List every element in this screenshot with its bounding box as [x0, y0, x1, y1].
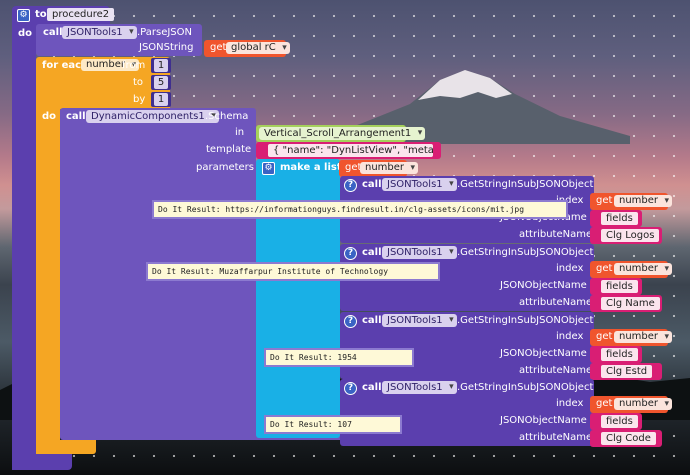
get-keyword: get [596, 195, 613, 206]
variable-dropdown[interactable]: number [614, 331, 673, 343]
schema-component-dropdown[interactable]: DynamicComponents1 [86, 110, 219, 123]
index-label: index [556, 263, 584, 274]
question-icon[interactable]: ? [344, 179, 357, 192]
variable-dropdown[interactable]: global rC [226, 42, 290, 54]
to-number-value[interactable]: 5 [154, 76, 168, 89]
do-it-result-bubble: Do It Result: 1954 [264, 348, 414, 367]
to-label: to [133, 77, 144, 88]
gear-icon[interactable]: ⚙ [17, 9, 30, 22]
make-a-list-keyword: make a list [280, 162, 342, 173]
procedure-to-keyword: to [35, 9, 47, 20]
component-name-dropdown[interactable]: Vertical_Scroll_Arrangement1 [259, 127, 426, 140]
from-label: from [122, 60, 146, 71]
sub-method-name: .GetStringInSubJSONObject [457, 179, 594, 190]
template-label: template [206, 144, 252, 155]
question-icon[interactable]: ? [344, 247, 357, 260]
sub-method-name: .GetStringInSubJSONObject [457, 382, 594, 393]
index-label: index [556, 195, 584, 206]
get-keyword: get [596, 331, 613, 342]
question-icon[interactable]: ? [344, 315, 357, 328]
do-it-result-bubble: Do It Result: https://informationguys.fi… [152, 200, 568, 219]
sub-call-keyword: call [362, 247, 382, 258]
attribute-name-label: attributeName [519, 432, 593, 443]
sub-method-name: .GetStringInSubJSONObject [457, 315, 594, 326]
sub-component-dropdown[interactable]: JSONTools1 [382, 381, 457, 394]
object-name-value[interactable]: fields [601, 212, 638, 225]
get-keyword: get [345, 162, 362, 173]
by-number-value[interactable]: 1 [154, 93, 168, 106]
gear-icon[interactable]: ⚙ [262, 162, 275, 175]
attribute-name-value[interactable]: Clg Logos [601, 229, 660, 242]
method-name: .ParseJSON [137, 27, 193, 38]
json-object-name-label: JSONObjectName [500, 348, 587, 359]
variable-dropdown[interactable]: number [614, 195, 673, 207]
component-block[interactable]: Vertical_Scroll_Arrangement1 [256, 125, 426, 142]
attribute-name-value[interactable]: Clg Name [601, 297, 660, 310]
sub-component-dropdown[interactable]: JSONTools1 [382, 178, 457, 191]
index-label: index [556, 398, 584, 409]
sub-component-dropdown[interactable]: JSONTools1 [382, 314, 457, 327]
get-keyword: get [596, 398, 613, 409]
schema-block-footer [60, 430, 360, 440]
attribute-name-value[interactable]: Clg Code [601, 432, 656, 445]
parameters-label: parameters [196, 162, 255, 173]
attribute-name-label: attributeName [519, 297, 593, 308]
text-block[interactable]: { "name": "DynListView", "metadata-versi… [256, 142, 441, 159]
variable-dropdown[interactable]: number [614, 263, 673, 275]
attribute-name-value[interactable]: Clg Estd [601, 365, 653, 378]
for-each-spine [36, 109, 60, 454]
sub-method-name: .GetStringInSubJSONObject [457, 247, 594, 258]
loop-variable-dropdown[interactable]: number [81, 59, 140, 71]
variable-dropdown[interactable]: number [614, 398, 673, 410]
sub-call-keyword: call [362, 315, 382, 326]
template-text-value[interactable]: { "name": "DynListView", "metadata-versi… [268, 144, 433, 157]
sub-component-dropdown[interactable]: JSONTools1 [382, 246, 457, 259]
param-label-jsonstring: JSONString [139, 42, 194, 53]
json-object-name-label: JSONObjectName [500, 280, 587, 291]
attribute-name-label: attributeName [519, 365, 593, 376]
attribute-name-label: attributeName [519, 229, 593, 240]
get-keyword: get [210, 42, 227, 53]
index-label: index [556, 331, 584, 342]
json-object-name-label: JSONObjectName [500, 415, 587, 426]
in-label: in [235, 127, 245, 138]
procedure-body-spine [12, 26, 36, 470]
procedure-do-keyword: do [18, 28, 33, 39]
object-name-value[interactable]: fields [601, 415, 638, 428]
sub-call-keyword: call [362, 382, 382, 393]
procedure-footer [12, 454, 72, 470]
get-keyword: get [596, 263, 613, 274]
schema-call-keyword: call [66, 111, 86, 122]
loop-do-keyword: do [42, 111, 57, 122]
call-keyword: call [43, 27, 63, 38]
procedure-name-field[interactable]: procedure2 [47, 8, 115, 21]
by-label: by [133, 94, 146, 105]
schema-method-name: .Schema [205, 111, 249, 122]
sub-call-keyword: call [362, 179, 382, 190]
do-it-result-bubble: Do It Result: 107 [264, 415, 402, 434]
object-name-value[interactable]: fields [601, 280, 638, 293]
for-each-keyword: for each [42, 60, 89, 71]
object-name-value[interactable]: fields [601, 348, 638, 361]
from-number-value[interactable]: 1 [154, 59, 168, 72]
variable-dropdown[interactable]: number [360, 162, 419, 174]
question-icon[interactable]: ? [344, 382, 357, 395]
do-it-result-bubble: Do It Result: Muzaffarpur Institute of T… [146, 262, 440, 281]
component-dropdown[interactable]: JSONTools1 [62, 26, 137, 39]
for-each-footer [36, 440, 96, 454]
